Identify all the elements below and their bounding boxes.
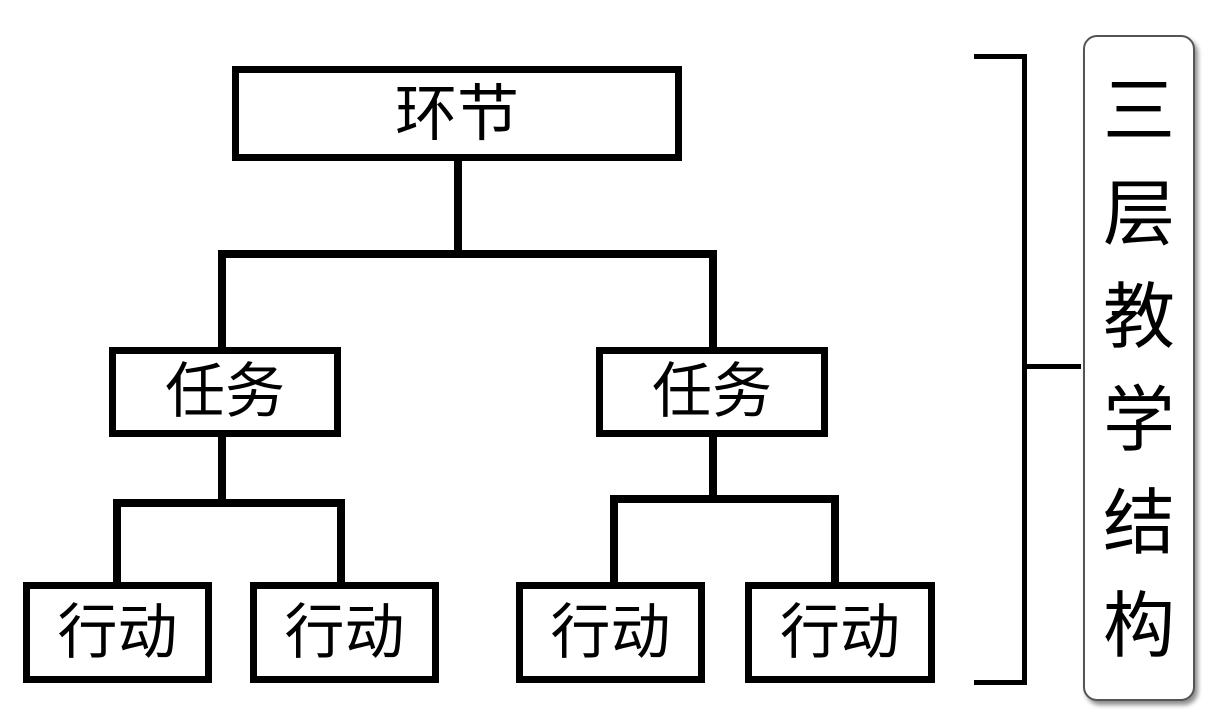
connector-right-horizontal — [610, 495, 839, 503]
side-label-char: 结 — [1102, 480, 1175, 565]
side-label-char: 教 — [1102, 274, 1175, 359]
connector-to-task-right — [709, 250, 717, 349]
action-node-label: 行动 — [57, 597, 178, 668]
action-node-label: 行动 — [780, 597, 900, 668]
bracket-bottom-arm — [974, 680, 1027, 685]
connector-to-task-left — [218, 250, 226, 349]
side-label-char: 学 — [1102, 377, 1175, 462]
action-node-1: 行动 — [23, 582, 212, 683]
action-node-3: 行动 — [516, 582, 705, 683]
side-label-char: 三 — [1102, 68, 1175, 153]
connector-level1-horizontal — [218, 250, 717, 258]
connector-to-action-2 — [337, 499, 345, 584]
action-node-label: 行动 — [550, 597, 671, 668]
root-node: 环节 — [232, 66, 682, 161]
task-node-label: 任务 — [165, 357, 285, 427]
connector-to-action-4 — [831, 495, 839, 584]
action-node-label: 行动 — [284, 597, 405, 668]
connector-left-horizontal — [113, 499, 345, 507]
task-node-left: 任务 — [109, 347, 341, 437]
connector-to-action-3 — [610, 495, 618, 584]
task-node-label: 任务 — [652, 357, 772, 427]
bracket-vertical — [1022, 54, 1027, 685]
connector-task-left-down — [218, 435, 226, 504]
connector-root-down — [454, 159, 462, 256]
side-label-char: 层 — [1102, 171, 1175, 256]
side-label-box: 三 层 教 学 结 构 — [1083, 35, 1195, 701]
bracket-pointer — [1027, 364, 1081, 369]
task-node-right: 任务 — [596, 347, 828, 437]
bracket-top-arm — [974, 54, 1027, 59]
connector-task-right-down — [709, 435, 717, 499]
action-node-2: 行动 — [250, 582, 439, 683]
connector-to-action-1 — [113, 499, 121, 584]
root-node-label: 环节 — [394, 76, 519, 150]
side-label-char: 构 — [1102, 583, 1175, 668]
action-node-4: 行动 — [745, 582, 935, 683]
